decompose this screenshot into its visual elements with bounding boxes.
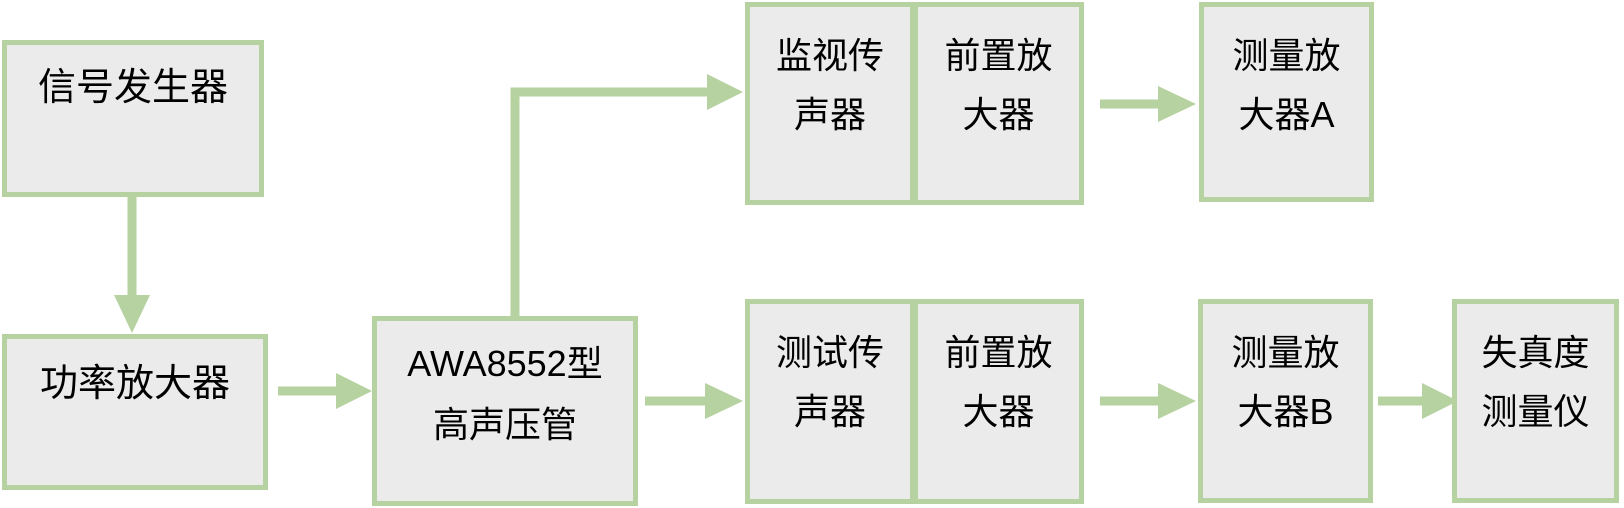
node-label-line: 信号发生器 (37, 67, 228, 109)
node-signal-generator[interactable]: 信号发生器 (2, 40, 264, 197)
connector-monitor-preamp-to-measurement-amplifier-a (1100, 79, 1205, 129)
node-label-line: 声器 (793, 391, 866, 432)
node-power-amplifier[interactable]: 功率放大器 (2, 334, 268, 490)
node-label-line: 大器 (962, 391, 1035, 432)
node-label-line: 测量放 (1231, 332, 1340, 373)
node-measurement-amplifier-a[interactable]: 测量放 大器A (1199, 2, 1374, 202)
connector-measurement-amplifier-b-to-distortion-meter (1378, 376, 1464, 426)
connector-power-amplifier-to-awa-tube (278, 366, 378, 416)
node-label-line: 前置放 (944, 332, 1053, 373)
node-measurement-amplifier-b[interactable]: 测量放 大器B (1198, 299, 1373, 503)
node-label-line: 监视传 (775, 35, 884, 76)
node-awa8552-high-sound-pressure-tube[interactable]: AWA8552型 高声压管 (372, 316, 638, 506)
node-label-line: 高声压管 (432, 404, 577, 445)
node-label-line: 失真度 (1481, 332, 1590, 373)
node-monitor-microphone[interactable]: 监视传 声器 (745, 2, 915, 205)
node-label-line: 前置放 (944, 35, 1053, 76)
node-label-line: 声器 (793, 94, 866, 135)
node-label-line: 大器A (1238, 94, 1335, 135)
node-monitor-preamplifier[interactable]: 前置放 大器 (913, 2, 1084, 205)
node-label-line: AWA8552型 (407, 343, 603, 384)
node-label-line: 大器 (962, 94, 1035, 135)
node-test-microphone[interactable]: 测试传 声器 (745, 299, 915, 504)
node-test-preamplifier[interactable]: 前置放 大器 (913, 299, 1084, 504)
node-label-line: 测量放 (1232, 35, 1341, 76)
node-label-line: 大器B (1237, 391, 1334, 432)
node-label-line: 功率放大器 (39, 363, 230, 405)
node-label-line: 测量仪 (1481, 391, 1590, 432)
connector-test-preamp-to-measurement-amplifier-b (1100, 376, 1205, 426)
connector-awa-tube-to-test-mic (645, 376, 750, 426)
connector-signal-generator-to-power-amplifier (104, 195, 164, 340)
node-label-line: 测试传 (775, 332, 884, 373)
node-distortion-meter[interactable]: 失真度 测量仪 (1452, 299, 1619, 503)
connector-awa-tube-to-monitor-mic (500, 74, 760, 325)
